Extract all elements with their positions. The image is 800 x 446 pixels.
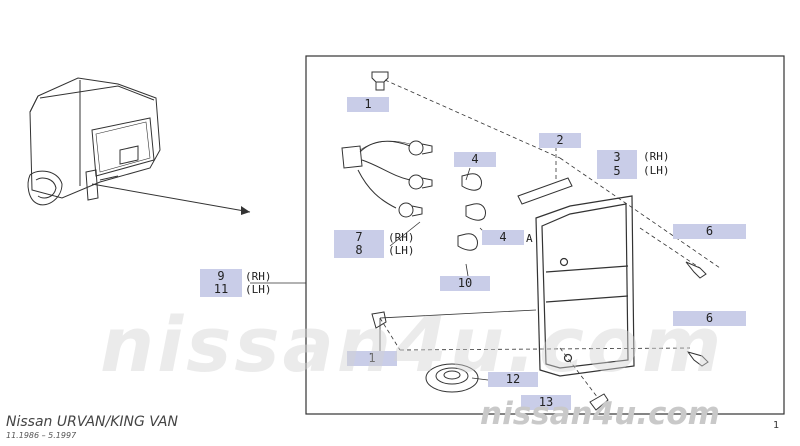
callout-2: 2 [539, 133, 581, 148]
callout-4-bottom: 4 [482, 230, 524, 245]
pointer-line [91, 183, 251, 213]
label-lh-5: (LH) [643, 164, 670, 177]
callout-6-top: 6 [673, 224, 746, 239]
callout-11: 11 [200, 282, 242, 297]
callout-4-top: 4 [454, 152, 496, 167]
gasket-part-2 [517, 177, 573, 205]
model-title: Nissan URVAN/KING VAN [6, 414, 178, 430]
callout-1-bottom: 1 [347, 351, 397, 366]
callout-13: 13 [521, 395, 571, 410]
label-lh-11: (LH) [245, 283, 272, 296]
callout-5: 5 [597, 164, 637, 179]
clip-part-1b [371, 311, 387, 329]
guide-lines [379, 79, 721, 399]
callout-1-top: 1 [347, 97, 389, 112]
label-lh-8: (LH) [388, 244, 415, 257]
harness-sockets [341, 140, 433, 218]
callout-6-bottom: 6 [673, 311, 746, 326]
watermark-corner: nissan4u.com [480, 396, 720, 432]
grommet-part-12 [425, 363, 479, 393]
callout-3: 3 [597, 150, 637, 165]
label-rh-7: (RH) [388, 231, 415, 244]
callout-7: 7 [334, 230, 384, 245]
diagram-frame [305, 55, 785, 415]
lamp-housing [535, 195, 635, 377]
callout-9: 9 [200, 269, 242, 284]
van-illustration [27, 77, 161, 206]
callout-10: 10 [440, 276, 490, 291]
label-a: A [526, 232, 533, 245]
callout-12: 12 [488, 372, 538, 387]
page-number: 1 [773, 420, 780, 431]
clip-part-1 [371, 71, 389, 91]
production-years: 11.1986 – 5.1997 [6, 431, 77, 440]
screws [589, 261, 709, 411]
bulbs [457, 173, 487, 251]
label-rh-9: (RH) [245, 270, 272, 283]
leader-lines [250, 167, 537, 381]
label-rh-3: (RH) [643, 150, 670, 163]
pointer-arrowhead [241, 206, 250, 215]
callout-8: 8 [334, 243, 384, 258]
